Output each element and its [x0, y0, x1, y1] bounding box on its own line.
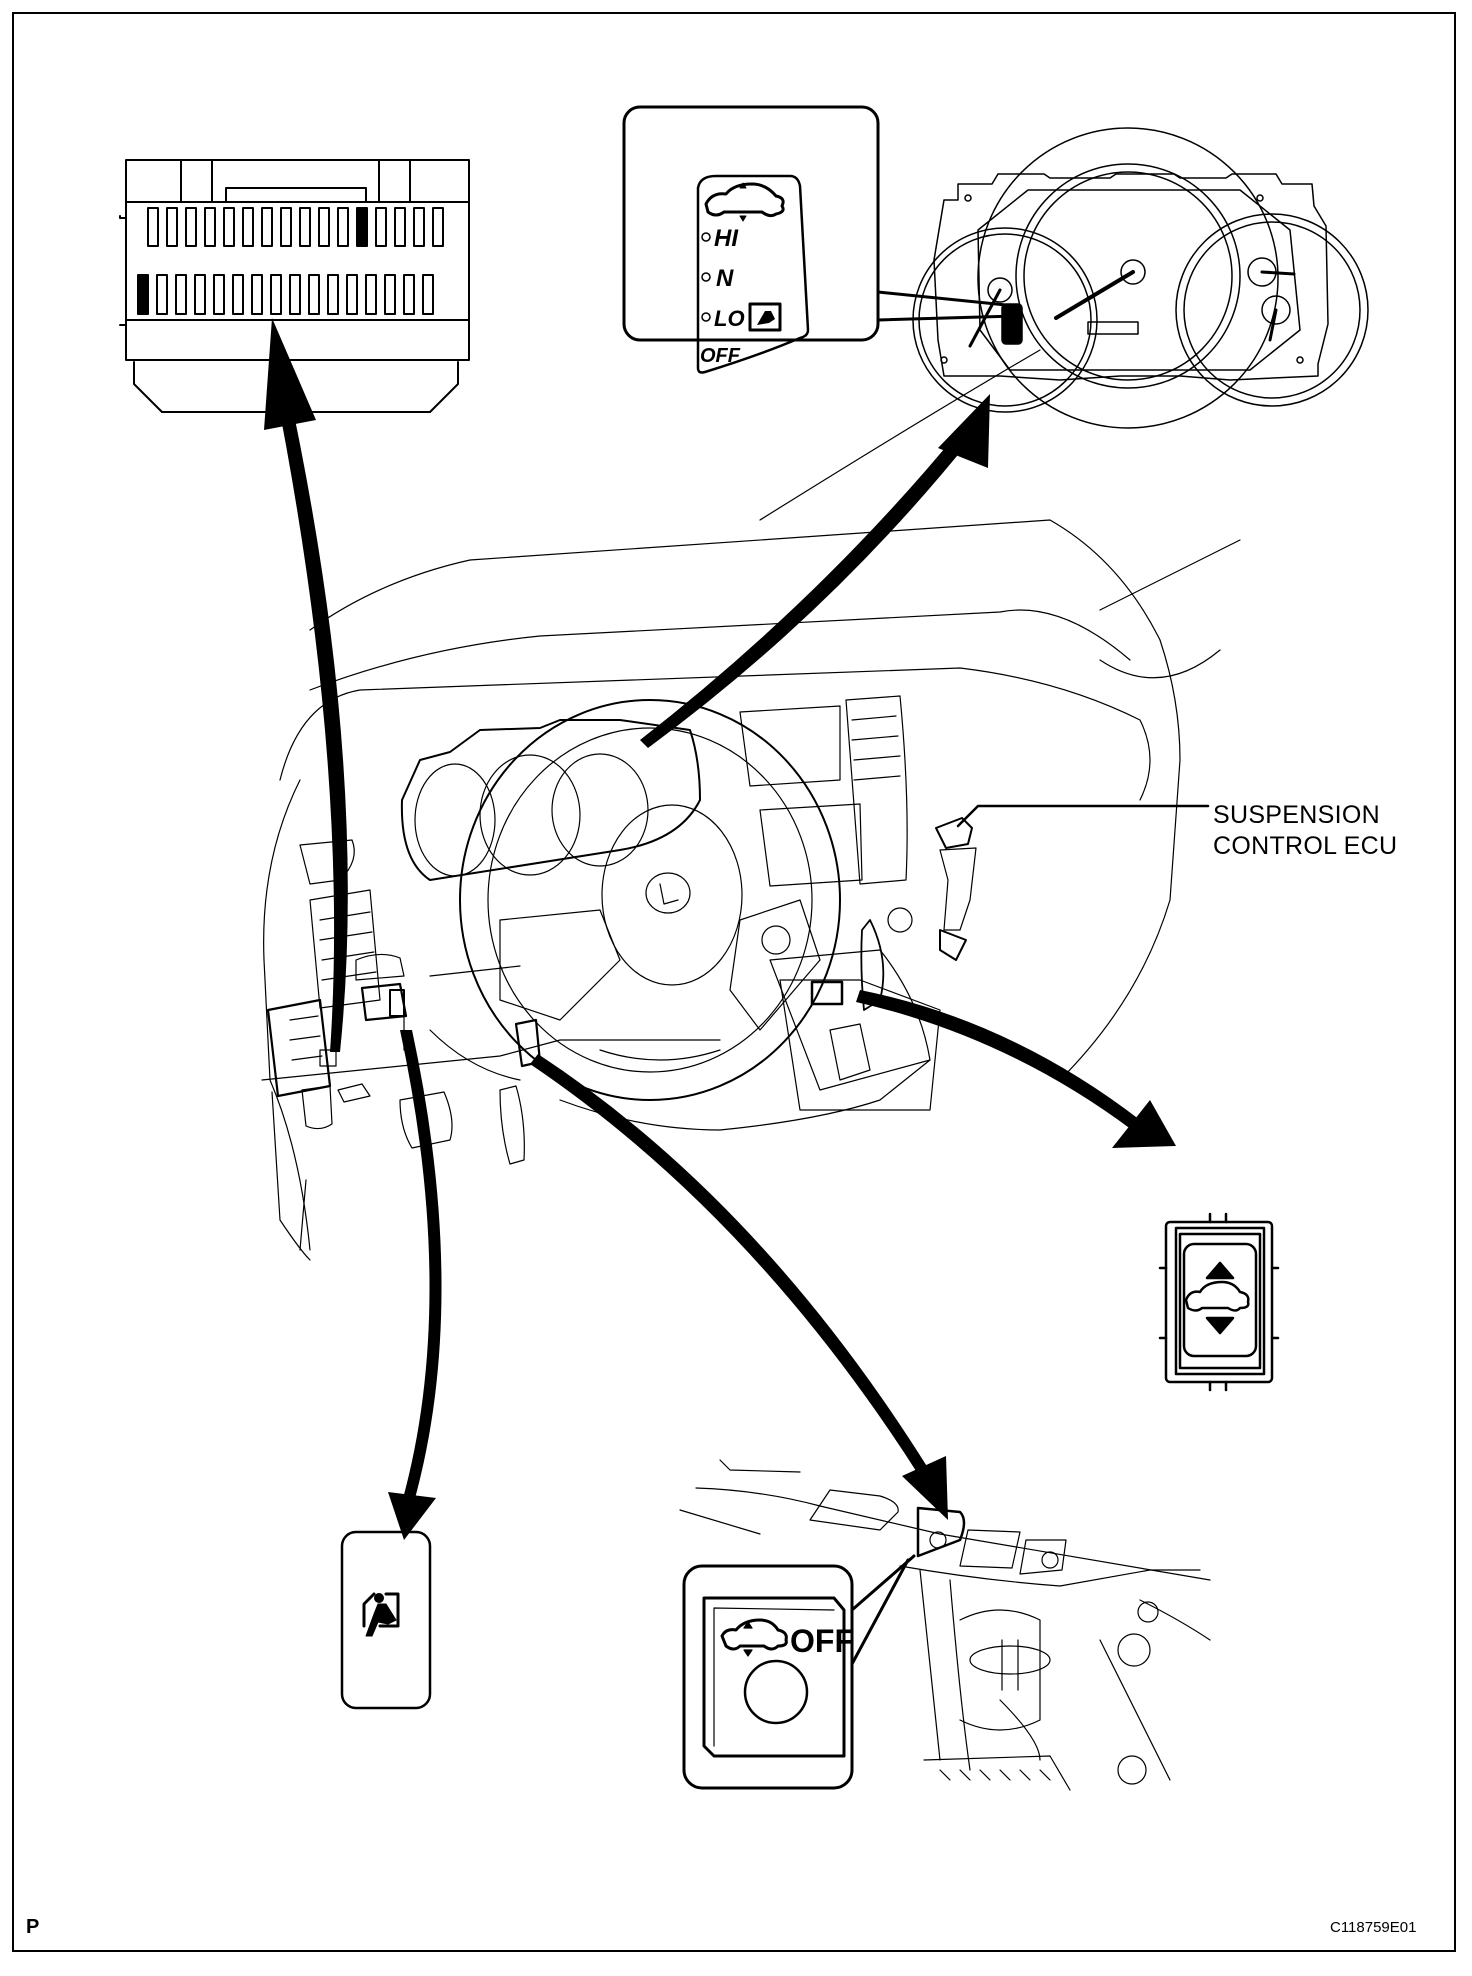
- height-control-switch-callout: [1158, 1212, 1280, 1392]
- off-switch-location: [916, 1506, 966, 1558]
- off-switch-button: [743, 1659, 809, 1725]
- vehicle-height-icon: [720, 1618, 788, 1651]
- vehicle-height-icon: [1184, 1280, 1250, 1312]
- navigation-screen: [739, 705, 841, 787]
- arrow-head-height-switch: [1112, 1100, 1176, 1148]
- switch-body: [340, 1530, 432, 1710]
- connector-pin: [270, 274, 282, 315]
- connector-pin: [175, 274, 187, 315]
- suspension-control-ecu-label: SUSPENSION CONTROL ECU: [1213, 800, 1397, 862]
- connector-pin: [403, 274, 415, 315]
- indicator-panel: [696, 174, 810, 374]
- lexus-emblem: [645, 872, 691, 914]
- connector-pin: [384, 274, 396, 315]
- height-indicator-mini: [1001, 303, 1023, 345]
- connector-pin: [289, 274, 301, 315]
- connector-pin: [394, 207, 406, 247]
- connector-pin: [137, 274, 149, 315]
- connector-pin: [327, 274, 339, 315]
- seat-switch-callout: [340, 1530, 432, 1710]
- connector-pin: [365, 274, 377, 315]
- connector-pin: [251, 274, 263, 315]
- height-indicator-callout: [622, 105, 1018, 374]
- junction-block: [266, 998, 332, 1098]
- vehicle-height-icon: [704, 182, 785, 218]
- steering-wheel: [459, 699, 841, 1101]
- seat-switch-location: [360, 982, 408, 1022]
- arrow-head-seat-switch: [388, 1492, 436, 1540]
- lo-label: LO: [714, 306, 745, 331]
- combination-meter-callout: [912, 127, 1369, 429]
- connector-pin: [232, 274, 244, 315]
- lo-lamp: [701, 312, 711, 322]
- connector-pin: [166, 207, 178, 247]
- suspension-ecu: [935, 817, 973, 849]
- connector-pin: [422, 274, 434, 315]
- off-switch-body: [702, 1596, 846, 1758]
- connector-pin: [432, 207, 444, 247]
- switch-bezel: [1164, 1220, 1274, 1384]
- speedometer-dial: [1015, 163, 1241, 389]
- off-label: OFF: [700, 345, 741, 367]
- connector-pin: [223, 207, 235, 247]
- seat-occupant-icon: [365, 1603, 397, 1637]
- console-lower-view: [679, 1459, 1211, 1791]
- connector-pin: [318, 207, 330, 247]
- ecu-leader-line: [956, 804, 1210, 828]
- connector-pin: [413, 207, 425, 247]
- connector-pin: [299, 207, 311, 247]
- pointer-arrows: [264, 318, 1176, 1540]
- switch-knob: [1182, 1242, 1258, 1358]
- connector-body: [125, 159, 470, 361]
- height-switch-location: [810, 980, 844, 1006]
- arrow-head-ecu-connector: [264, 318, 316, 430]
- odometer-display: [1087, 321, 1139, 335]
- connector-pins-bottom: [137, 274, 434, 315]
- connector-pin: [375, 207, 387, 247]
- up-arrow-icon: [1205, 1261, 1235, 1280]
- connector-pin: [156, 274, 168, 315]
- connector-pin: [280, 207, 292, 247]
- down-arrow-icon: [1205, 1316, 1235, 1335]
- off-switch-label: OFF: [790, 1623, 854, 1659]
- arrow-head-combination-meter: [938, 394, 990, 468]
- ecu-connector-callout: [119, 159, 470, 413]
- connector-pins-top: [147, 207, 444, 247]
- hi-lamp: [701, 232, 711, 242]
- tachometer: [912, 227, 1098, 413]
- connector-lock-tab: [225, 187, 367, 203]
- n-lamp: [701, 272, 711, 282]
- arrow-head-off-switch: [902, 1456, 948, 1520]
- figure-code: C118759E01: [1330, 1919, 1417, 1936]
- connector-pin: [337, 207, 349, 247]
- speedometer: [977, 127, 1279, 429]
- meter-housing: [933, 173, 1329, 381]
- connector-pin: [147, 207, 159, 247]
- connector-pin: [308, 274, 320, 315]
- callout-box: [622, 105, 880, 342]
- label-line-1: SUSPENSION: [1213, 801, 1380, 829]
- vehicle-dashboard: [261, 349, 1241, 1261]
- connector-pin: [185, 207, 197, 247]
- connector-pin: [356, 207, 368, 247]
- fuel-temp-gauge: [1175, 213, 1369, 407]
- n-label: N: [716, 265, 734, 292]
- connector-pin: [346, 274, 358, 315]
- connector-pin: [213, 274, 225, 315]
- connector-pin: [194, 274, 206, 315]
- connector-pin: [242, 207, 254, 247]
- hi-label: HI: [714, 225, 739, 252]
- lo-seat-icon-box: [748, 302, 782, 332]
- connector-pin: [204, 207, 216, 247]
- connector-pin: [261, 207, 273, 247]
- off-switch-callout-box: [682, 1564, 854, 1790]
- drawing-frame: [12, 12, 1456, 1952]
- page-marker: P: [26, 1916, 40, 1938]
- label-line-2: CONTROL ECU: [1213, 832, 1398, 860]
